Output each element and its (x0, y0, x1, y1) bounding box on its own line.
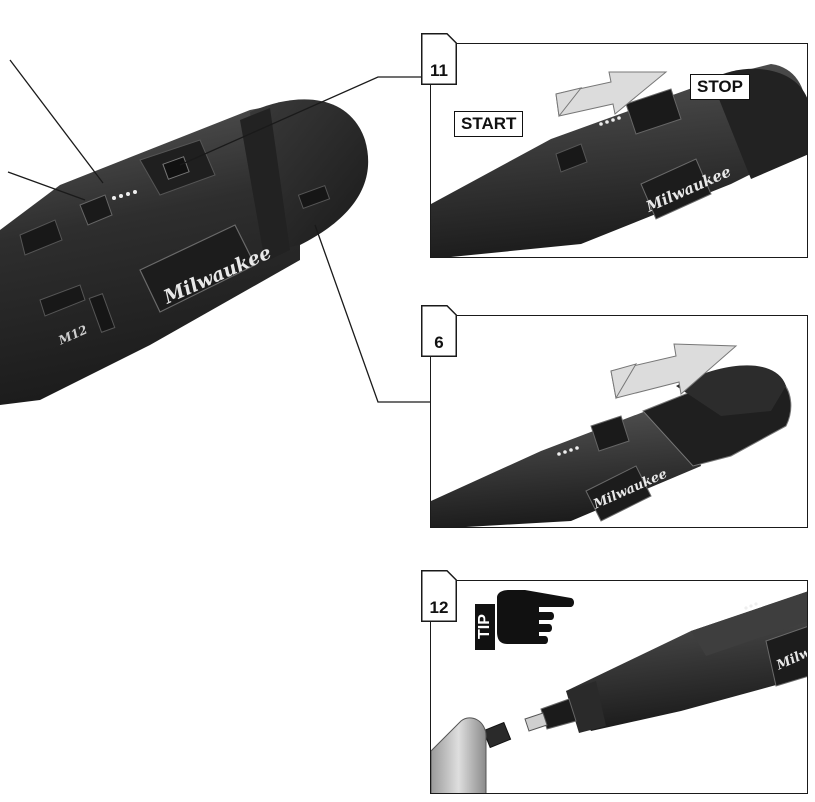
step-panel-tip: Milwaukee (430, 580, 808, 794)
step-number-tab-6: 6 (421, 305, 457, 357)
callout-lines (7, 59, 430, 403)
grinding-bit (482, 721, 512, 749)
step-panel-start-stop: Milwaukee START STOP (430, 43, 808, 258)
main-tool-illustration (0, 59, 430, 405)
step-number-tab-12: 12 (421, 570, 457, 622)
step-panel-battery: Milwaukee (430, 315, 808, 528)
step-number: 6 (434, 333, 444, 352)
slide-arrow (610, 343, 738, 399)
pointing-hand-icon (497, 590, 574, 644)
step-number-tab-11: 11 (421, 33, 457, 85)
start-stop-illustration (431, 64, 807, 257)
step-number: 11 (430, 61, 448, 80)
step-number: 12 (429, 598, 449, 617)
battery-illustration (431, 343, 792, 527)
accessory-illustration (431, 591, 807, 793)
slide-arrow (555, 71, 668, 117)
fuel-gauge-leds (112, 190, 137, 200)
tip-label: TIP (475, 604, 495, 650)
start-label: START (454, 111, 524, 137)
on-off-switch (162, 156, 190, 180)
accessory-holder (431, 717, 487, 793)
tool-body (0, 100, 300, 405)
stop-label: STOP (690, 74, 750, 100)
